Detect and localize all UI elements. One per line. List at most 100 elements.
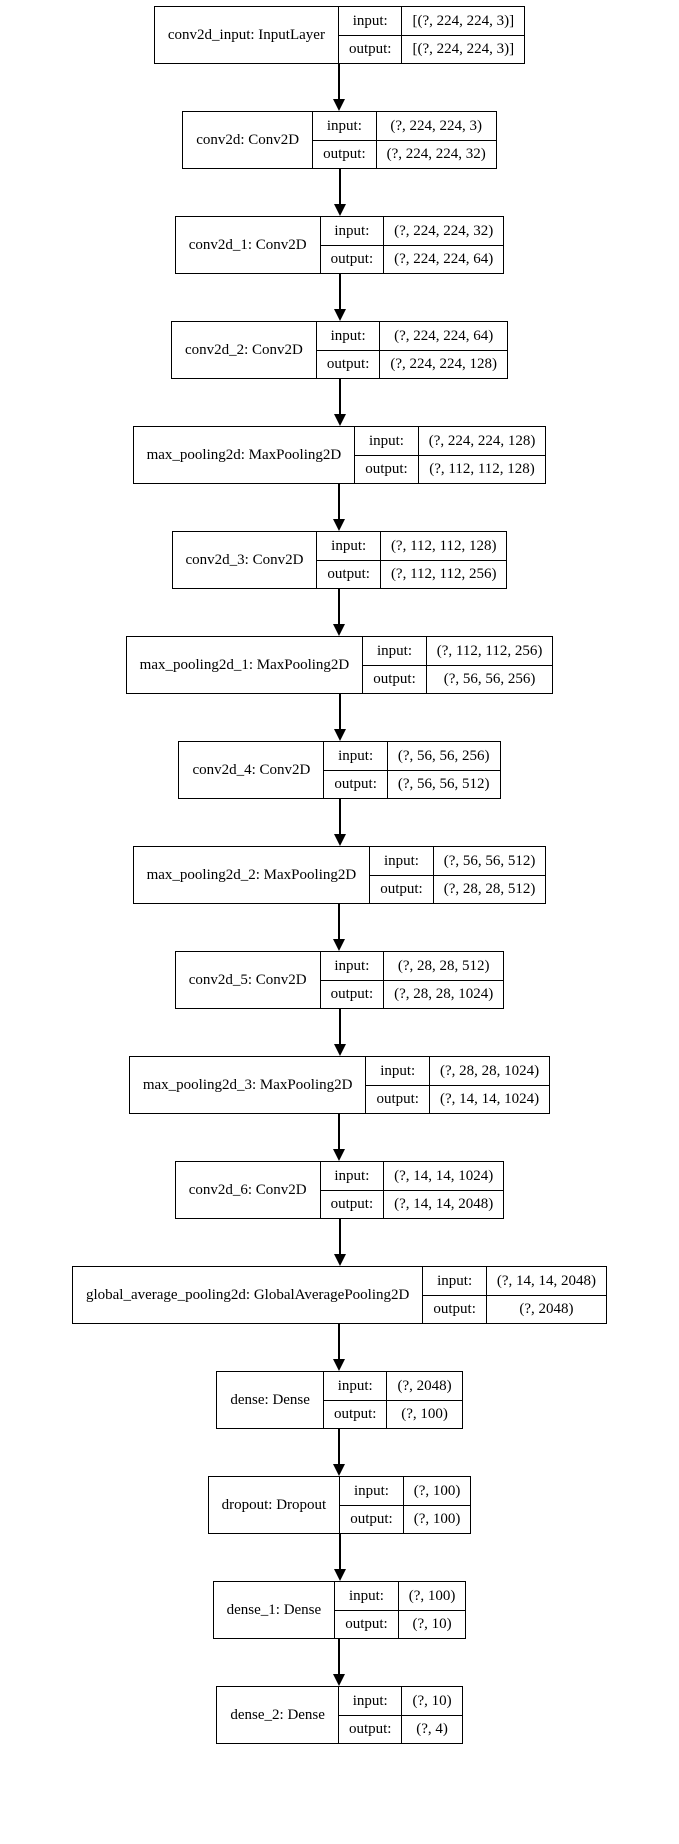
input-shape: (?, 28, 28, 1024) [439,1062,540,1079]
layer-node: dense_1: Dense input: (?, 100) output: (… [212,1581,467,1639]
edge-line [338,589,341,624]
layer-io-table: input: (?, 56, 56, 256) output: (?, 56, … [324,742,500,798]
input-label: input: [363,637,427,665]
edge-arrow [333,904,346,951]
output-shape: (?, 14, 14, 1024) [429,1085,550,1113]
layer-name-label: conv2d: Conv2D [183,112,314,168]
layer-node: dense_2: Dense input: (?, 10) output: (?… [216,1686,463,1744]
arrowhead-down-icon [333,624,346,636]
layer-name-label: dense: Dense [217,1372,324,1428]
layer-name-label: max_pooling2d_2: MaxPooling2D [134,847,371,903]
output-label: output: [320,980,385,1008]
layer-node: max_pooling2d_1: MaxPooling2D input: (?,… [125,636,554,694]
input-label: input: [339,1687,403,1715]
output-shape: (?, 224, 224, 64) [384,245,504,273]
output-label: output: [363,665,427,693]
output-shape: (?, 2048) [486,1295,607,1323]
input-label: input: [370,847,434,875]
output-label: output: [324,770,388,798]
input-label: input: [321,952,385,980]
output-label: output: [335,1610,399,1638]
output-shape: (?, 56, 56, 256) [426,665,553,693]
input-shape: (?, 2048) [397,1377,452,1394]
layer-io-table: input: (?, 56, 56, 512) output: (?, 28, … [370,847,546,903]
layer-node: dropout: Dropout input: (?, 100) output:… [207,1476,472,1534]
layer-name-label: max_pooling2d: MaxPooling2D [134,427,356,483]
input-label: input: [317,532,381,560]
output-label: output: [320,1190,385,1218]
layer-node: conv2d: Conv2D input: (?, 224, 224, 3) o… [182,111,497,169]
edge-line [338,379,341,414]
input-shape: (?, 100) [413,1482,461,1499]
edge-arrow [333,1219,346,1266]
input-shape: (?, 10) [412,1692,452,1709]
input-label: input: [324,1372,388,1400]
arrowhead-down-icon [333,309,346,321]
output-shape: (?, 100) [387,1400,462,1428]
layer-io-table: input: (?, 100) output: (?, 100) [340,1477,471,1533]
output-shape: (?, 10) [398,1610,466,1638]
edge-arrow [333,589,346,636]
edge-arrow [333,694,346,741]
output-shape: (?, 224, 224, 32) [376,140,496,168]
input-label: input: [340,1477,404,1505]
layer-io-table: input: (?, 224, 224, 64) output: (?, 224… [316,322,508,378]
input-shape: (?, 14, 14, 1024) [394,1167,494,1184]
edge-arrow [333,1009,346,1056]
layer-io-table: input: (?, 10) output: (?, 4) [338,1687,462,1743]
edge-line [338,64,341,99]
edge-arrow [333,1324,346,1371]
output-label: output: [320,245,385,273]
layer-name-label: conv2d_input: InputLayer [155,7,339,63]
layer-node-wrap: conv2d_5: Conv2D input: (?, 28, 28, 512)… [174,951,505,1056]
edge-arrow [333,1114,346,1161]
layer-node-wrap: max_pooling2d: MaxPooling2D input: (?, 2… [132,426,547,531]
layer-io-table: input: (?, 224, 224, 128) output: (?, 11… [355,427,546,483]
input-shape: (?, 56, 56, 256) [397,747,490,764]
layer-name-label: dense_2: Dense [217,1687,339,1743]
edge-line [338,1639,341,1674]
layer-io-table: input: (?, 224, 224, 32) output: (?, 224… [320,217,504,273]
input-label: input: [313,112,377,140]
layer-io-table: input: (?, 28, 28, 1024) output: (?, 14,… [366,1057,550,1113]
input-shape: (?, 56, 56, 512) [443,852,536,869]
layer-node-wrap: max_pooling2d_2: MaxPooling2D input: (?,… [132,846,547,951]
layer-node: max_pooling2d: MaxPooling2D input: (?, 2… [132,426,547,484]
arrowhead-down-icon [333,1674,346,1686]
edge-arrow [333,484,346,531]
output-shape: (?, 4) [402,1715,462,1743]
layer-node-wrap: conv2d_3: Conv2D input: (?, 112, 112, 12… [171,531,508,636]
input-label: input: [321,217,385,245]
arrowhead-down-icon [333,1359,346,1371]
input-shape: [(?, 224, 224, 3)] [412,12,515,29]
edge-line [338,274,341,309]
arrowhead-down-icon [333,99,346,111]
edge-line [338,1009,341,1044]
output-shape: (?, 112, 112, 256) [380,560,507,588]
output-shape: (?, 224, 224, 128) [380,350,508,378]
input-shape: (?, 224, 224, 3) [390,117,483,134]
input-shape: (?, 100) [408,1587,456,1604]
arrowhead-down-icon [333,1254,346,1266]
output-shape: (?, 56, 56, 512) [387,770,500,798]
input-label: input: [335,1582,399,1610]
layer-io-table: input: (?, 112, 112, 128) output: (?, 11… [317,532,507,588]
layer-node-wrap: conv2d: Conv2D input: (?, 224, 224, 3) o… [182,111,497,216]
layer-node-wrap: dropout: Dropout input: (?, 100) output:… [207,1476,472,1581]
layer-node: max_pooling2d_3: MaxPooling2D input: (?,… [128,1056,551,1114]
arrowhead-down-icon [333,1149,346,1161]
output-label: output: [423,1295,487,1323]
layer-node: max_pooling2d_2: MaxPooling2D input: (?,… [132,846,547,904]
input-label: input: [423,1267,487,1295]
edge-arrow [333,64,346,111]
edge-arrow [333,799,346,846]
edge-arrow [333,169,346,216]
layer-node: conv2d_2: Conv2D input: (?, 224, 224, 64… [170,321,509,379]
output-shape: (?, 28, 28, 1024) [384,980,504,1008]
input-label: input: [321,1162,385,1190]
layer-node: conv2d_4: Conv2D input: (?, 56, 56, 256)… [178,741,501,799]
arrowhead-down-icon [333,1569,346,1581]
input-shape: (?, 224, 224, 64) [394,327,494,344]
layer-name-label: dense_1: Dense [214,1582,336,1638]
arrowhead-down-icon [333,939,346,951]
